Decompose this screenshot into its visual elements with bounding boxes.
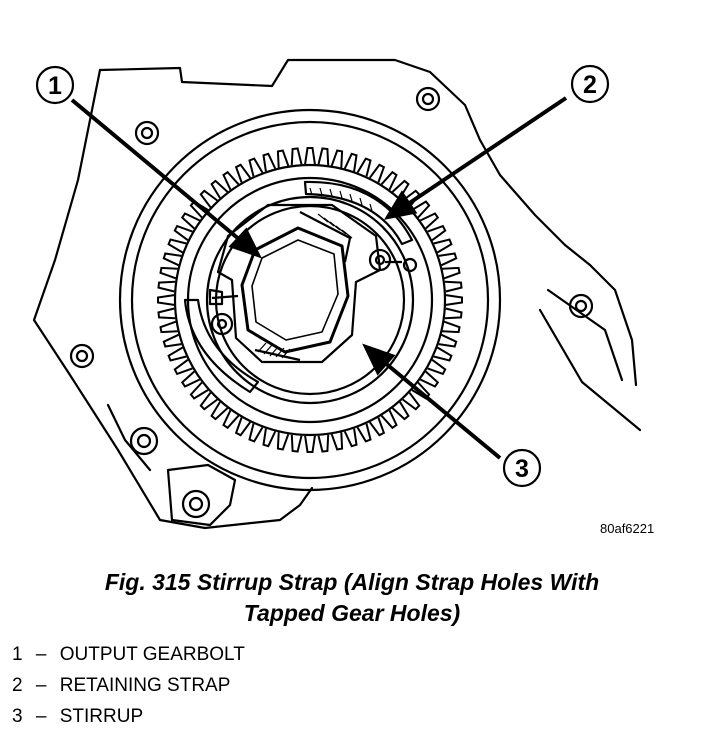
gear-tooth (162, 333, 182, 348)
legend-number: 2 (12, 675, 23, 696)
gear-tooth (167, 346, 187, 362)
legend: 1 – OUTPUT GEARBOLT 2 – RETAINING STRAP … (12, 639, 245, 732)
stirrup-strap-diagram: 1 2 3 (32, 58, 642, 530)
callout-1-number: 1 (48, 72, 62, 100)
gear-tooth (199, 189, 218, 208)
gear-tooth (159, 320, 178, 334)
gear-tooth (157, 307, 176, 320)
callout-3: 3 (502, 448, 542, 488)
gear-tooth (167, 238, 187, 254)
gear-tooth (157, 294, 175, 306)
figure-id: 80af6221 (600, 521, 655, 536)
gear-tooth (356, 423, 372, 443)
gear-tooth (180, 370, 201, 388)
gear-tooth (444, 307, 463, 320)
legend-item-3: 3 – STIRRUP (12, 701, 245, 732)
housing-left-edge (32, 68, 314, 530)
gear-tooth (438, 333, 458, 348)
gear-tooth (427, 224, 447, 242)
gear-tooth (276, 149, 290, 168)
legend-number: 3 (12, 706, 23, 727)
gear-tooth (444, 280, 463, 293)
gear-tooth (210, 401, 229, 421)
gear-tooth (356, 157, 372, 177)
housing-inner-line (546, 288, 624, 382)
gear-tooth (330, 432, 344, 451)
gear-tooth (222, 170, 240, 191)
gear-tooth (304, 435, 316, 453)
legend-label: STIRRUP (59, 706, 144, 727)
gear-tooth (290, 434, 303, 453)
legend-item-1: 1 – OUTPUT GEARBOLT (12, 639, 245, 670)
gear-tooth (290, 147, 303, 166)
gear-tooth (368, 417, 386, 437)
gear-tooth (391, 401, 410, 421)
legend-separator: – (35, 706, 47, 727)
legend-item-2: 2 – RETAINING STRAP (12, 670, 245, 701)
gear-tooth (380, 170, 398, 191)
legend-number: 1 (12, 644, 23, 665)
housing-outline (98, 58, 638, 387)
gear-tooth (234, 163, 252, 183)
gear-tooth (411, 200, 431, 219)
gear-tooth (222, 409, 240, 430)
gear-tooth (248, 157, 264, 177)
gear-teeth (157, 147, 463, 453)
gear-tooth (380, 409, 398, 430)
gear-tooth (262, 152, 277, 172)
gear-tooth (402, 392, 421, 411)
gear-tooth (317, 434, 330, 453)
gear-tooth (248, 423, 264, 443)
gear-tooth (159, 266, 178, 280)
gear-tooth (427, 358, 447, 376)
gear-tooth (173, 224, 193, 242)
callout-2-number: 2 (583, 71, 597, 99)
gear-tooth (442, 320, 461, 334)
gear-tooth (234, 417, 252, 437)
gear-tooth (419, 212, 440, 230)
gear-tooth (442, 266, 461, 280)
gear-tooth (276, 432, 290, 451)
stirrup (216, 203, 382, 364)
gear-tooth (199, 392, 218, 411)
legend-separator: – (35, 675, 47, 696)
gear-tooth (433, 238, 453, 254)
gear-tooth (438, 252, 458, 267)
gear-tooth (180, 212, 201, 230)
caption-line-2: Tapped Gear Holes) (243, 600, 461, 626)
callout-1: 1 (35, 65, 75, 105)
callout-3-number: 3 (515, 455, 529, 483)
housing-flange (166, 463, 237, 527)
gear-tooth (433, 346, 453, 362)
caption-line-1: Fig. 315 Stirrup Strap (Align Strap Hole… (104, 569, 600, 595)
gear-tooth (368, 163, 386, 183)
callout-2: 2 (570, 64, 610, 104)
gear-tooth (189, 381, 209, 400)
legend-label: RETAINING STRAP (59, 675, 231, 696)
gear-tooth (330, 149, 344, 168)
gear-tooth (173, 358, 193, 376)
figure-caption: Fig. 315 Stirrup Strap (Align Strap Hole… (0, 567, 704, 629)
gear-tooth (419, 370, 440, 388)
retaining-strap (303, 180, 414, 246)
gear-tooth (162, 252, 182, 267)
gear-tooth (304, 147, 316, 165)
legend-separator: – (35, 644, 47, 665)
legend-label: OUTPUT GEARBOLT (59, 644, 245, 665)
gear-tooth (317, 147, 330, 166)
output-gear-bolt (240, 226, 350, 354)
gear-tooth (343, 152, 358, 172)
gear-tooth (391, 179, 410, 199)
gear-tooth (445, 294, 463, 306)
gear-tooth (157, 280, 176, 293)
gear-tooth (343, 428, 358, 448)
housing-lower-line (106, 308, 642, 472)
gear-tooth (210, 179, 229, 199)
gear-tooth (262, 428, 277, 448)
